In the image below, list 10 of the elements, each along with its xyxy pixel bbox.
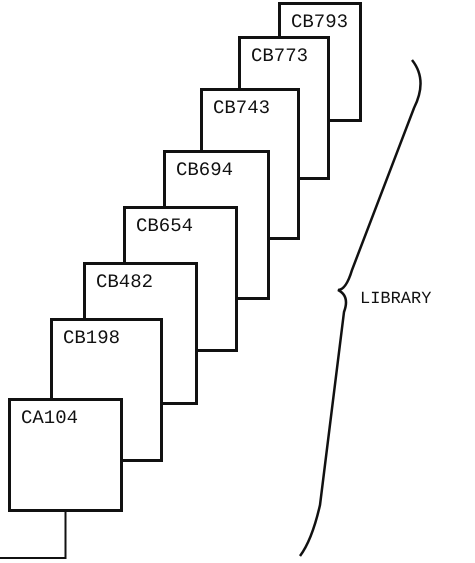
card: CB743 (200, 88, 300, 150)
connector-line (0, 512, 66, 559)
card: CB198 (50, 318, 163, 398)
card: CB793 (278, 2, 362, 36)
group-label: LIBRARY (360, 290, 432, 309)
card: CB482 (83, 262, 198, 318)
card: CB694 (163, 150, 270, 206)
card: CA104 (8, 398, 123, 512)
card: CB654 (123, 206, 238, 262)
card: CB773 (238, 36, 330, 88)
